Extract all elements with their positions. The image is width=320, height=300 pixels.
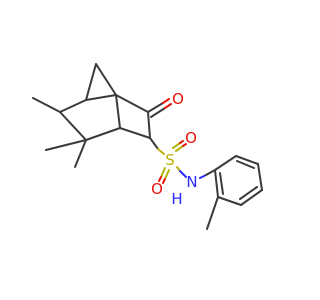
bond <box>162 98 170 104</box>
bond <box>164 169 170 180</box>
atom-nitrogen: N <box>186 173 197 191</box>
bond <box>219 172 224 195</box>
bond <box>85 63 97 101</box>
bond <box>239 186 258 200</box>
bond <box>95 63 117 96</box>
bond <box>179 140 184 144</box>
bond <box>74 139 87 168</box>
sulfonamide-group: S O O N H <box>149 129 216 208</box>
bond <box>199 174 207 179</box>
bond <box>164 103 172 109</box>
bond <box>172 142 181 149</box>
bond <box>150 107 166 118</box>
structure-canvas: O S O O N H <box>32 63 263 230</box>
bond <box>59 111 87 141</box>
bond <box>175 145 184 152</box>
bond <box>158 176 162 182</box>
bond <box>115 94 149 113</box>
bond <box>59 99 87 113</box>
bond <box>32 97 61 113</box>
methyl-groups <box>32 97 87 168</box>
bond <box>235 155 259 165</box>
bond <box>205 169 216 176</box>
bond <box>45 139 87 151</box>
atom-oxygen-sulfonyl-top: O <box>185 129 197 147</box>
bond <box>147 102 164 113</box>
bond <box>162 178 166 184</box>
bond <box>147 111 151 139</box>
bond <box>206 196 219 230</box>
bond <box>149 137 159 150</box>
molecule-structure: O S O O N H <box>32 63 263 230</box>
bond <box>115 94 121 129</box>
bond <box>85 94 117 101</box>
bicyclic-frame <box>59 63 151 141</box>
bond <box>214 169 219 198</box>
bond <box>214 155 237 171</box>
bond <box>85 127 121 141</box>
tolyl-ring <box>206 155 263 230</box>
atom-sulfur: S <box>165 151 175 169</box>
bond <box>257 163 263 191</box>
bond <box>160 167 166 178</box>
bond <box>217 196 242 206</box>
atom-nitrogen-hydrogen: H <box>171 190 182 208</box>
bond <box>119 127 151 139</box>
bond <box>179 170 187 178</box>
bond <box>240 189 263 206</box>
bond <box>157 148 165 155</box>
bond <box>182 143 187 147</box>
bond <box>236 160 255 169</box>
ketone-group: O <box>147 90 184 118</box>
atom-oxygen-ketone: O <box>172 90 184 108</box>
atom-oxygen-sulfonyl-bottom: O <box>151 180 163 198</box>
